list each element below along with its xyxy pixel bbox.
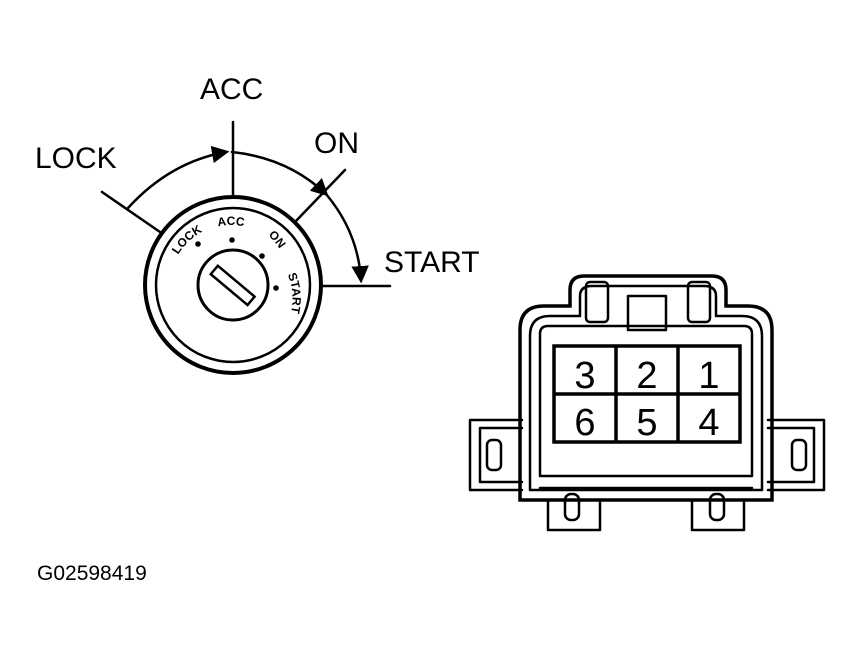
pin-2-label: 2: [636, 355, 657, 397]
switch-inner-ring: [154, 206, 312, 364]
left-mount-slot: [485, 438, 503, 472]
face-label-start: START: [285, 271, 304, 316]
ignition-switch: LOCK ACC ON START LOCK ACC ON START: [35, 73, 480, 375]
start-position-dot: [273, 285, 279, 291]
pin-3-label: 3: [574, 355, 595, 397]
right-foot-slot: [708, 492, 726, 522]
label-start: START: [384, 246, 480, 279]
lock-leader-line: [100, 190, 162, 234]
pin-4-label: 4: [698, 402, 719, 444]
left-mount-tab: [468, 418, 524, 492]
key-slot: [208, 263, 257, 307]
on-position-dot: [259, 253, 265, 259]
switch-connector: 3 2 1 6 5 4: [468, 274, 826, 532]
acc-position-dot: [229, 237, 235, 243]
label-acc: ACC: [200, 73, 263, 106]
figure-code: G02598419: [37, 562, 147, 585]
label-on: ON: [314, 127, 359, 160]
right-mount-tab: [766, 418, 826, 492]
pin-1-label: 1: [698, 355, 719, 397]
on-leader-line: [293, 168, 347, 224]
rotation-arc-acc-on: [230, 150, 329, 197]
right-foot: [690, 498, 746, 532]
left-mount-tab-inner: [478, 426, 524, 484]
label-lock: LOCK: [35, 142, 117, 175]
pin-5-label: 5: [636, 402, 657, 444]
pin-6-label: 6: [574, 402, 595, 444]
right-mount-tab-inner: [766, 426, 816, 484]
pin-housing-outline: [538, 324, 754, 478]
connector-shell: [518, 274, 774, 502]
lock-post-left: [584, 280, 610, 324]
right-mount-slot: [790, 438, 808, 472]
key-cylinder: [196, 248, 270, 322]
left-foot-slot: [563, 492, 581, 522]
lock-position-dot: [195, 241, 201, 247]
left-foot: [546, 498, 602, 532]
latch-window: [626, 294, 668, 332]
rotation-arc-lock-acc: [126, 145, 230, 210]
lock-post-right: [686, 280, 712, 324]
rotation-arc-on-start: [324, 192, 369, 284]
connector-shell-inner: [528, 284, 764, 492]
face-label-acc: ACC: [217, 214, 246, 229]
